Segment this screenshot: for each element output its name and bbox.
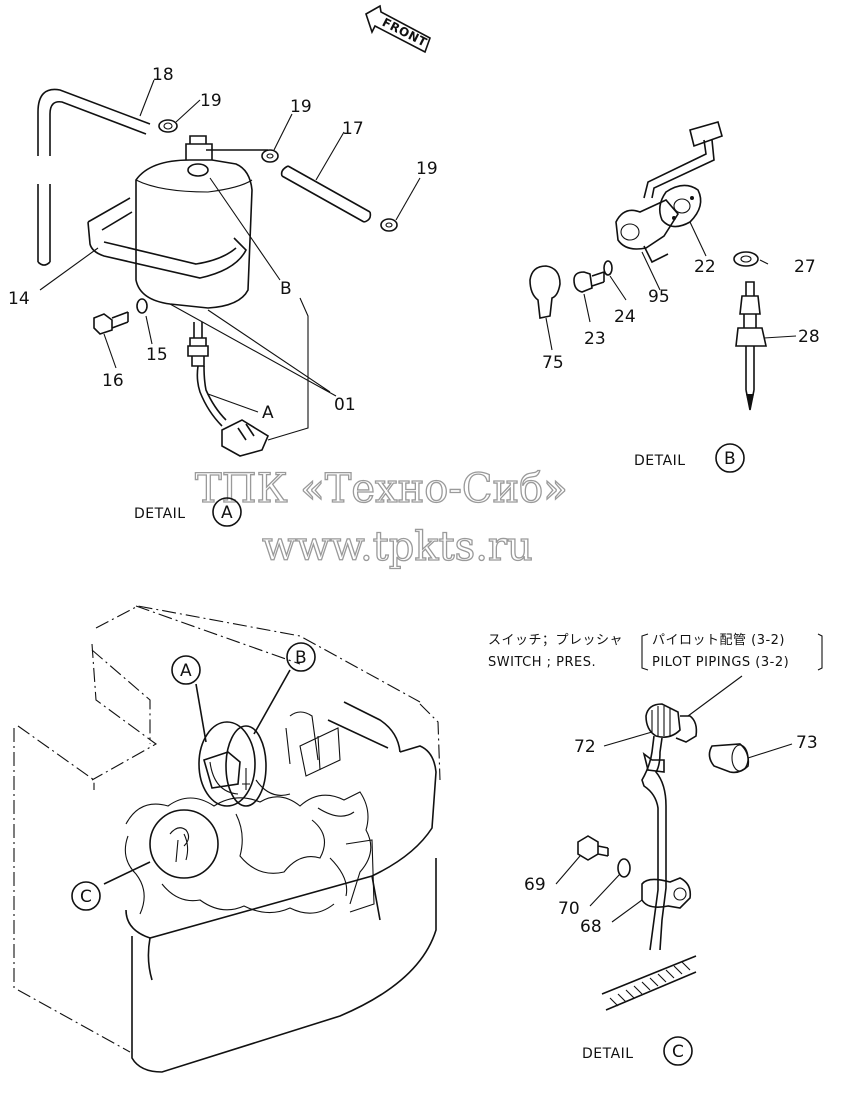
part-number-69: 69 [524, 875, 546, 895]
part-number-70: 70 [558, 899, 580, 919]
part-number-16: 16 [102, 371, 124, 391]
detail-a-drawing [37, 79, 421, 457]
detail-b-letter: B [724, 449, 736, 469]
connector-a [221, 419, 270, 457]
part-number-19-b: 19 [290, 97, 312, 117]
switch-note-en-left: SWITCH ; PRES. [488, 655, 596, 670]
clamp-19-c [380, 218, 398, 232]
bracket-part-14 [87, 197, 247, 279]
part-number-18: 18 [152, 65, 174, 85]
part-number-b-ref: B [280, 279, 292, 299]
part-number-95: 95 [648, 287, 670, 307]
flange-part-22 [658, 184, 702, 228]
detail-c-labels: 72 73 69 70 68 [524, 733, 818, 937]
detail-c-drawing [555, 675, 793, 1011]
hose-part-18 [37, 88, 151, 156]
watermark-line2: www.tpkts.ru [262, 524, 533, 570]
clamp-19-a [158, 119, 178, 133]
switch-body [615, 199, 679, 250]
detail-b-labels: 22 27 95 24 23 75 28 [542, 257, 820, 373]
screw-part-23 [573, 271, 605, 293]
detail-a-letter: A [221, 503, 233, 523]
machine-overview: A B C [13, 605, 441, 1073]
switch-note-en-right: PILOT PIPINGS (3-2) [652, 655, 789, 670]
callout-c-letter: C [80, 887, 92, 907]
level-sensor [187, 322, 209, 367]
watermark: ТПК «Техно-Сиб» www.tpkts.ru [194, 465, 568, 570]
part-number-22: 22 [694, 257, 716, 277]
clamp-part-68 [641, 877, 692, 909]
detail-a-caption: DETAIL A [134, 497, 242, 527]
washer-part-27 [733, 251, 759, 267]
part-number-73: 73 [796, 733, 818, 753]
front-arrow: FRONT [365, 4, 431, 54]
callout-b-letter: B [295, 648, 307, 668]
part-number-24: 24 [614, 307, 636, 327]
part-number-19-a: 19 [200, 91, 222, 111]
overview-circle-c [149, 809, 219, 879]
callout-a: A [171, 655, 201, 685]
washer-part-70 [617, 858, 631, 878]
part-number-27: 27 [794, 257, 816, 277]
part-number-15: 15 [146, 345, 168, 365]
detail-a-caption-text: DETAIL [134, 506, 186, 522]
callout-b: B [286, 642, 316, 672]
callout-a-letter: A [180, 661, 192, 681]
hose-part-17 [280, 165, 372, 223]
clamp-19-b [261, 149, 279, 163]
part-number-14: 14 [8, 289, 30, 309]
part-number-23: 23 [584, 329, 606, 349]
switch-note-jp-left: スイッチ；プレッシャ [488, 633, 623, 648]
part-number-75: 75 [542, 353, 564, 373]
bolt-part-16 [93, 311, 129, 335]
overview-circle-b [225, 725, 267, 807]
detail-c-caption: DETAIL C [582, 1036, 693, 1066]
probe-part-28 [735, 281, 767, 411]
part-number-68: 68 [580, 917, 602, 937]
detail-c-letter: C [672, 1042, 684, 1062]
part-number-28: 28 [798, 327, 820, 347]
part-number-19-c: 19 [416, 159, 438, 179]
switch-note: スイッチ；プレッシャ SWITCH ; PRES. パイロット配管 (3-2) … [488, 633, 823, 671]
part-number-01: 01 [334, 395, 356, 415]
cap-part-73 [708, 743, 750, 774]
reservoir-tank [135, 159, 253, 309]
switch-note-jp-right: パイロット配管 (3-2) [652, 633, 785, 648]
detail-c-caption-text: DETAIL [582, 1046, 634, 1062]
bolt-part-69 [577, 835, 609, 861]
ring-part-24 [603, 260, 613, 276]
pressure-switch-part-72 [645, 703, 698, 743]
callout-c: C [71, 881, 101, 911]
part-number-a-ref: A [262, 403, 274, 423]
detail-b-caption-text: DETAIL [634, 453, 686, 469]
part-number-72: 72 [574, 737, 596, 757]
part-number-17: 17 [342, 119, 364, 139]
detail-a-labels: 18 19 19 17 19 14 15 16 B 01 A [8, 65, 438, 423]
cap-part-75 [529, 265, 561, 319]
overview-circle-a [198, 721, 256, 807]
detail-b-caption: DETAIL B [634, 443, 745, 473]
washer-part-15 [136, 298, 148, 314]
watermark-line1: ТПК «Техно-Сиб» [195, 466, 568, 512]
detail-b-drawing [529, 121, 797, 411]
